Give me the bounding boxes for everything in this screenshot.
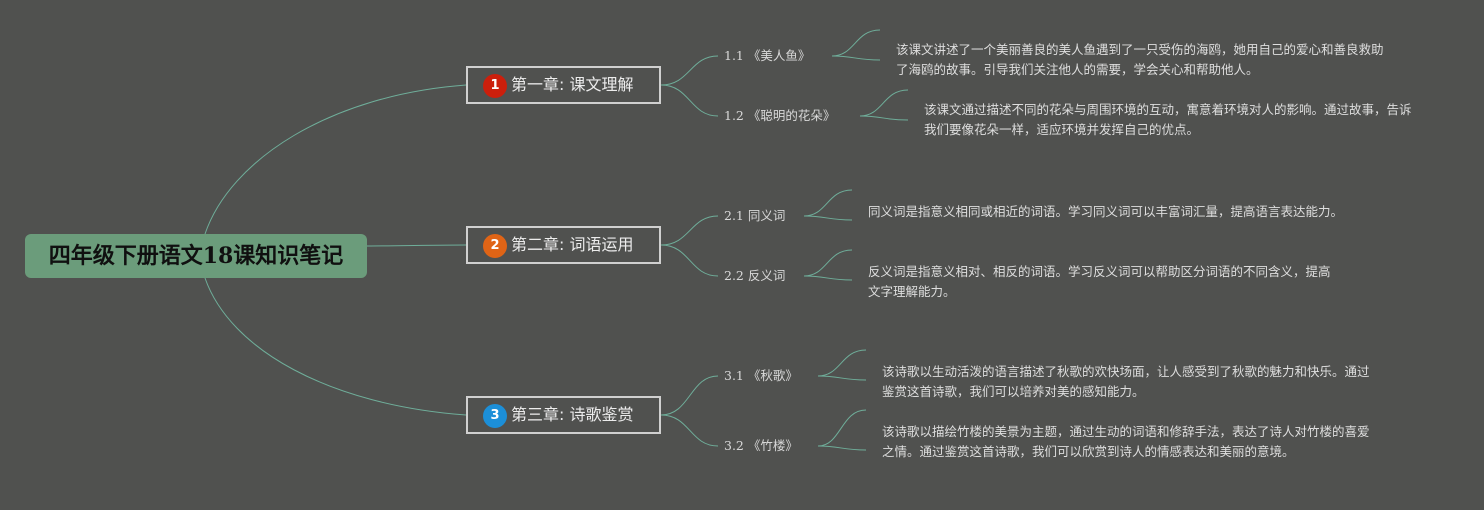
connector-chapter-1-lesson-2 xyxy=(660,84,719,117)
chapter-title: 第二章: 词语运用 xyxy=(511,235,634,254)
lesson-2-2-node[interactable]: 2.2 反义词 xyxy=(724,268,786,283)
lesson-1-2-description[interactable]: 该课文通过描述不同的花朵与周围环境的互动，寓意着环境对人的影响。通过故事，告诉我… xyxy=(924,102,1412,137)
bracket-lesson-2-2 xyxy=(803,249,853,281)
lesson-1-1-description[interactable]: 该课文讲述了一个美丽善良的美人鱼遇到了一只受伤的海鸥，她用自己的爱心和善良救助了… xyxy=(896,42,1384,77)
lesson-3-1-node[interactable]: 3.1 《秋歌》 xyxy=(724,368,798,383)
bracket-lesson-2-1 xyxy=(803,189,853,221)
chapter-1-node[interactable]: 1 第一章: 课文理解 xyxy=(466,66,661,104)
connector-chapter-2-lesson-1 xyxy=(660,215,719,246)
lesson-3-2-node[interactable]: 3.2 《竹楼》 xyxy=(724,438,798,453)
chapter-number-badge: 2 xyxy=(483,234,507,258)
chapter-title: 第三章: 诗歌鉴赏 xyxy=(511,405,634,424)
lesson-1-1-node[interactable]: 1.1 《美人鱼》 xyxy=(724,48,811,63)
bracket-lesson-1-2 xyxy=(859,89,909,121)
lesson-2-2-description[interactable]: 反义词是指意义相对、相反的词语。学习反义词可以帮助区分词语的不同含义，提高文字理… xyxy=(868,264,1331,299)
chapter-title: 第一章: 课文理解 xyxy=(511,75,634,94)
lesson-2-1-node[interactable]: 2.1 同义词 xyxy=(724,208,786,223)
connector-chapter-1-lesson-1 xyxy=(660,55,719,86)
lesson-3-1-description[interactable]: 该诗歌以生动活泼的语言描述了秋歌的欢快场面，让人感受到了秋歌的魅力和快乐。通过鉴… xyxy=(882,364,1370,399)
connector-root-chapter-3 xyxy=(204,277,467,416)
connector-root-chapter-2 xyxy=(366,244,467,247)
connector-chapter-3-lesson-1 xyxy=(660,375,719,416)
connector-chapter-3-lesson-2 xyxy=(660,414,719,447)
root-topic[interactable]: 四年级下册语文18课知识笔记 xyxy=(25,234,367,278)
bracket-lesson-3-2 xyxy=(817,409,867,451)
chapter-3-node[interactable]: 3 第三章: 诗歌鉴赏 xyxy=(466,396,661,434)
lesson-2-1-description[interactable]: 同义词是指意义相同或相近的词语。学习同义词可以丰富词汇量，提高语言表达能力。 xyxy=(868,204,1344,219)
lesson-1-2-node[interactable]: 1.2 《聪明的花朵》 xyxy=(724,108,836,123)
chapter-number-badge: 3 xyxy=(483,404,507,428)
connector-root-chapter-1 xyxy=(204,84,467,235)
chapter-number-badge: 1 xyxy=(483,74,507,98)
chapter-2-node[interactable]: 2 第二章: 词语运用 xyxy=(466,226,661,264)
lesson-3-2-description[interactable]: 该诗歌以描绘竹楼的美景为主题，通过生动的词语和修辞手法，表达了诗人对竹楼的喜爱之… xyxy=(882,424,1370,459)
bracket-lesson-3-1 xyxy=(817,349,867,381)
bracket-lesson-1-1 xyxy=(831,29,881,61)
connector-chapter-2-lesson-2 xyxy=(660,244,719,277)
